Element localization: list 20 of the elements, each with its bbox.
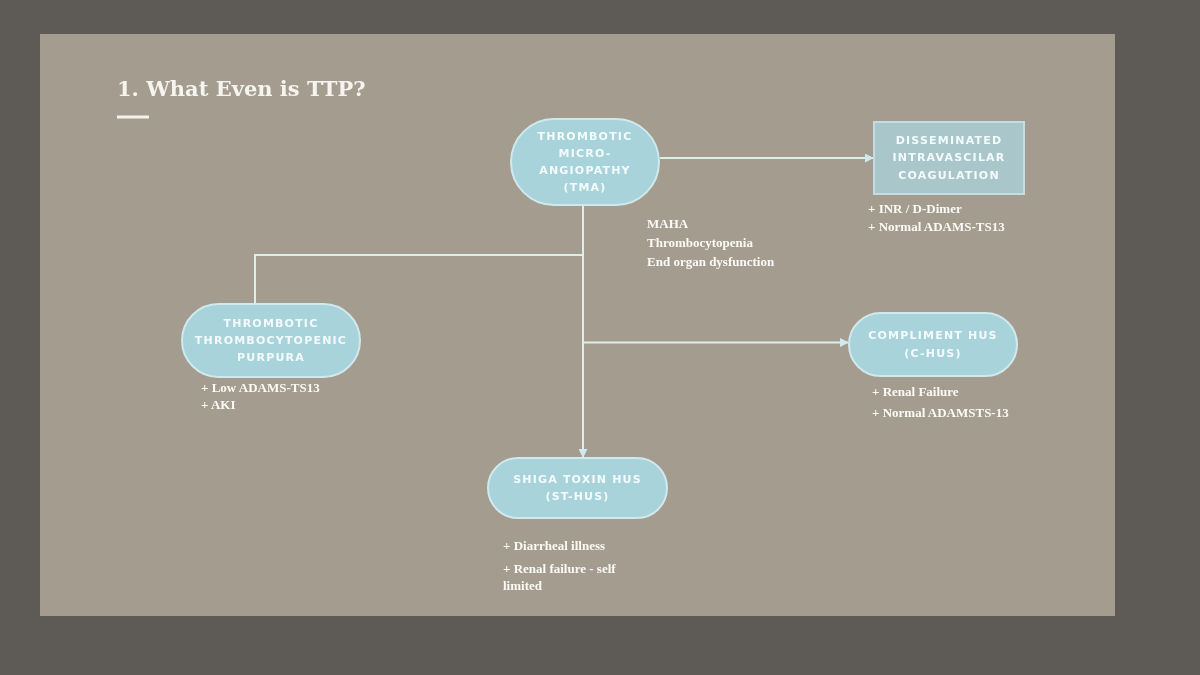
node-label: SHIGA TOXIN HUS (ST-HUS) — [512, 471, 643, 505]
note-text: + INR / D-Dimer — [868, 201, 962, 218]
node-label: THROMBOTIC THROMBOCYTOPENIC PURPURA — [193, 315, 349, 366]
arrow — [659, 153, 874, 163]
node-label: DISSEMINATED INTRAVASCILAR COAGULATION — [891, 133, 1007, 184]
note-text: + Normal ADAMS-TS13 — [868, 219, 1005, 236]
slide-title: 1. What Even is TTP? — [117, 76, 366, 101]
note-text: + AKI — [201, 397, 236, 414]
node-label: THROMBOTIC MICRO- ANGIOPATHY (TMA) — [536, 128, 634, 197]
note-text: + Diarrheal illness — [503, 538, 606, 555]
note-text: + Low ADAMS-TS13 — [201, 380, 320, 397]
node-label: COMPLIMENT HUS (C-HUS) — [867, 328, 999, 362]
rect-node — [873, 121, 1025, 195]
note-text: + Normal ADAMSTS-13 — [872, 405, 1009, 422]
arrow — [578, 205, 588, 458]
note-text: Thrombocytopenia — [647, 235, 753, 252]
note-text: MAHA — [647, 216, 689, 233]
note-text: + Renal failure - self limited — [503, 561, 617, 595]
note-text: + Renal Failure — [872, 384, 959, 401]
note-text: End organ dysfunction — [647, 254, 775, 271]
